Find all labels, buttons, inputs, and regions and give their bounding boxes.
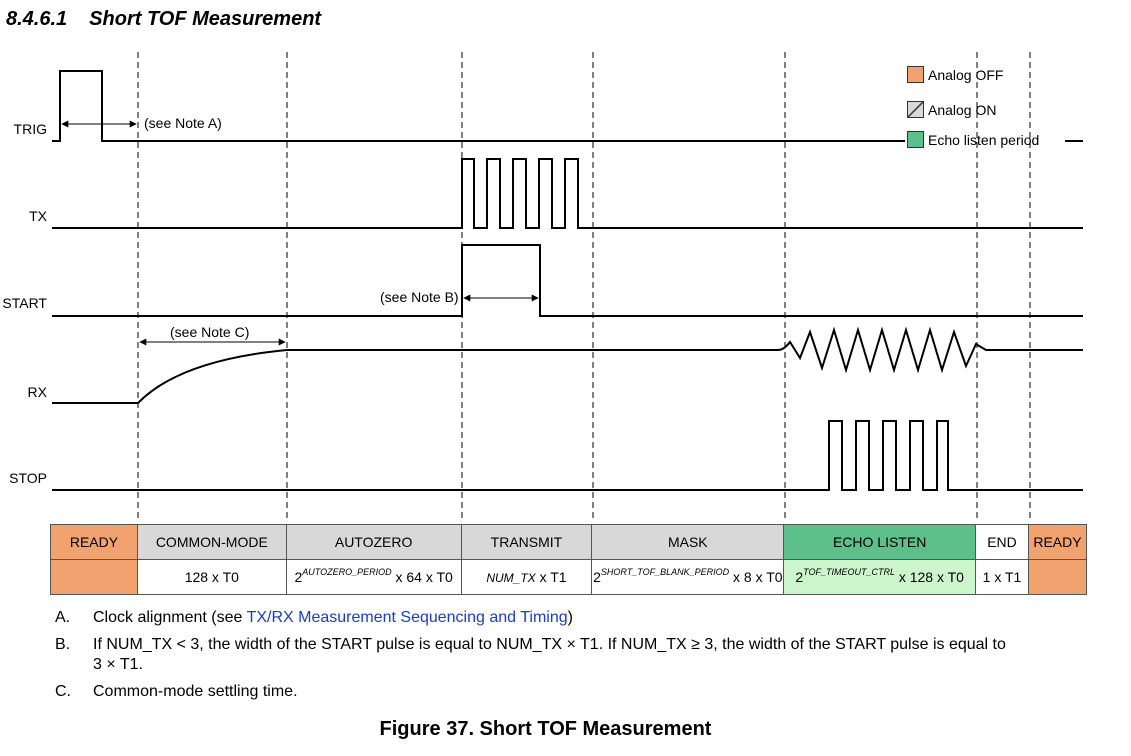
- legend-analog-on: Analog ON: [907, 101, 996, 118]
- duration-ready-2: [1027, 559, 1088, 595]
- note-a: A. Clock alignment (see TX/RX Measuremen…: [55, 609, 573, 626]
- duration-transmit: NUM_TX x T1: [460, 559, 593, 595]
- timing-diagram: [52, 52, 1083, 520]
- duration-ready: [50, 559, 138, 595]
- phase-transmit: TRANSMIT: [460, 524, 593, 560]
- trig-waveform: [52, 70, 905, 142]
- phase-common-mode: COMMON-MODE: [136, 524, 287, 560]
- stop-waveform: [52, 420, 1083, 491]
- phase-end: END: [975, 524, 1029, 560]
- duration-autozero: 2AUTOZERO_PERIOD x 64 x T0: [285, 559, 462, 595]
- legend-label: Echo listen period: [928, 131, 1040, 148]
- section-title: Short TOF Measurement: [89, 8, 322, 30]
- signal-label-tx: TX: [29, 208, 47, 224]
- signal-label-trig: TRIG: [13, 121, 47, 137]
- section-number: 8.4.6.1: [6, 8, 68, 30]
- legend-analog-off: Analog OFF: [907, 66, 1003, 83]
- duration-echo-listen: 2TOF_TIMEOUT_CTRL x 128 x T0: [783, 559, 977, 595]
- phase-mask: MASK: [591, 524, 785, 560]
- phase-row: READY COMMON-MODE AUTOZERO TRANSMIT MASK…: [50, 524, 1088, 560]
- signal-label-stop: STOP: [9, 470, 47, 486]
- note-b-label: (see Note B): [380, 289, 459, 305]
- sequencing-timing-link[interactable]: TX/RX Measurement Sequencing and Timing: [246, 609, 568, 626]
- section-heading: 8.4.6.1 Short TOF Measurement: [6, 8, 321, 31]
- figure-notes: A. Clock alignment (see TX/RX Measuremen…: [55, 608, 1015, 709]
- phase-boundary-lines: [137, 52, 1031, 520]
- phase-table: READY COMMON-MODE AUTOZERO TRANSMIT MASK…: [50, 524, 1088, 595]
- start-waveform: [52, 244, 1083, 317]
- note-c: C. Common-mode settling time.: [55, 683, 298, 700]
- phase-ready: READY: [50, 524, 138, 560]
- phase-ready-2: READY: [1027, 524, 1088, 560]
- duration-end: 1 x T1: [975, 559, 1029, 595]
- duration-mask: 2SHORT_TOF_BLANK_PERIOD x 8 x T0: [591, 559, 785, 595]
- note-a-label: (see Note A): [144, 115, 222, 131]
- legend-swatch-analog-on: [907, 101, 924, 118]
- rx-waveform: [52, 326, 1083, 404]
- phase-echo-listen: ECHO LISTEN: [783, 524, 977, 560]
- legend-label: Analog ON: [928, 101, 997, 118]
- duration-row: 128 x T0 2AUTOZERO_PERIOD x 64 x T0 NUM_…: [50, 559, 1088, 595]
- legend-swatch-analog-off: [907, 66, 924, 83]
- tx-waveform: [52, 158, 1083, 229]
- signal-label-start: START: [2, 295, 47, 311]
- legend-label: Analog OFF: [928, 66, 1004, 83]
- signal-label-rx: RX: [27, 384, 47, 400]
- note-b: B. If NUM_TX < 3, the width of the START…: [55, 636, 1006, 673]
- legend-echo-listen: Echo listen period: [907, 131, 1039, 148]
- phase-autozero: AUTOZERO: [285, 524, 462, 560]
- note-c-label: (see Note C): [170, 324, 250, 340]
- figure-caption: Figure 37. Short TOF Measurement: [379, 718, 712, 740]
- duration-common-mode: 128 x T0: [136, 559, 287, 595]
- legend-swatch-echo-listen: [907, 131, 924, 148]
